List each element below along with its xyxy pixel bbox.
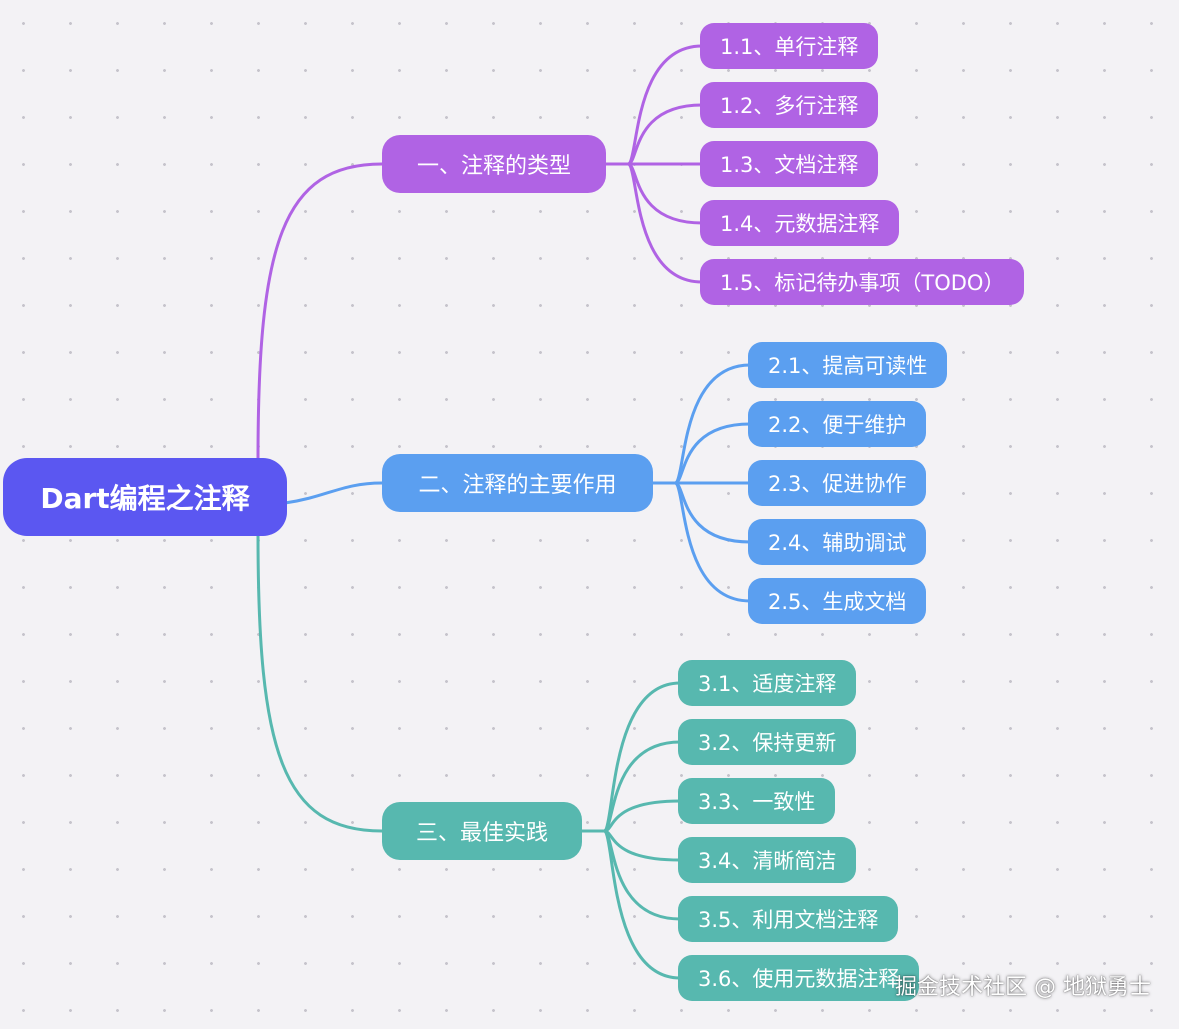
leaf-node[interactable]: 2.4、辅助调试 [748,519,927,565]
leaf-node[interactable]: 2.1、提高可读性 [748,342,948,388]
leaf-node[interactable]: 2.5、生成文档 [748,578,927,624]
leaf-node[interactable]: 3.4、清晰简洁 [678,837,857,883]
leaf-node[interactable]: 1.3、文档注释 [700,141,879,187]
leaf-node[interactable]: 3.3、一致性 [678,778,836,824]
leaf-node[interactable]: 2.2、便于维护 [748,401,927,447]
leaf-connector [626,103,704,166]
leaf-connector [673,481,752,603]
branch-comment-types[interactable]: 一、注释的类型 [382,135,606,193]
leaf-connector [602,681,682,833]
branch-connector [256,532,384,833]
leaf-node[interactable]: 1.1、单行注释 [700,23,879,69]
leaf-connector [626,162,704,284]
branch-connector [256,162,384,462]
branch-connector [283,481,384,505]
watermark: 掘金技术社区 @ 地狱勇士 [895,975,1151,1000]
root-node[interactable]: Dart编程之注释 [3,458,287,536]
leaf-node[interactable]: 3.6、使用元数据注释 [678,955,920,1001]
branch-comment-purposes[interactable]: 二、注释的主要作用 [382,454,653,512]
leaf-connector [673,422,752,485]
leaf-node[interactable]: 3.1、适度注释 [678,660,857,706]
leaf-node[interactable]: 2.3、促进协作 [748,460,927,506]
leaf-node[interactable]: 1.4、元数据注释 [700,200,900,246]
leaf-node[interactable]: 3.5、利用文档注释 [678,896,899,942]
leaf-connector [602,829,682,921]
leaf-node[interactable]: 1.2、多行注释 [700,82,879,128]
leaf-connector [602,829,682,980]
leaf-connector [602,829,682,862]
leaf-node[interactable]: 3.2、保持更新 [678,719,857,765]
leaf-connector [602,740,682,833]
leaf-node[interactable]: 1.5、标记待办事项（TODO） [700,259,1025,305]
leaf-connector [602,799,682,833]
branch-best-practices[interactable]: 三、最佳实践 [382,802,582,860]
